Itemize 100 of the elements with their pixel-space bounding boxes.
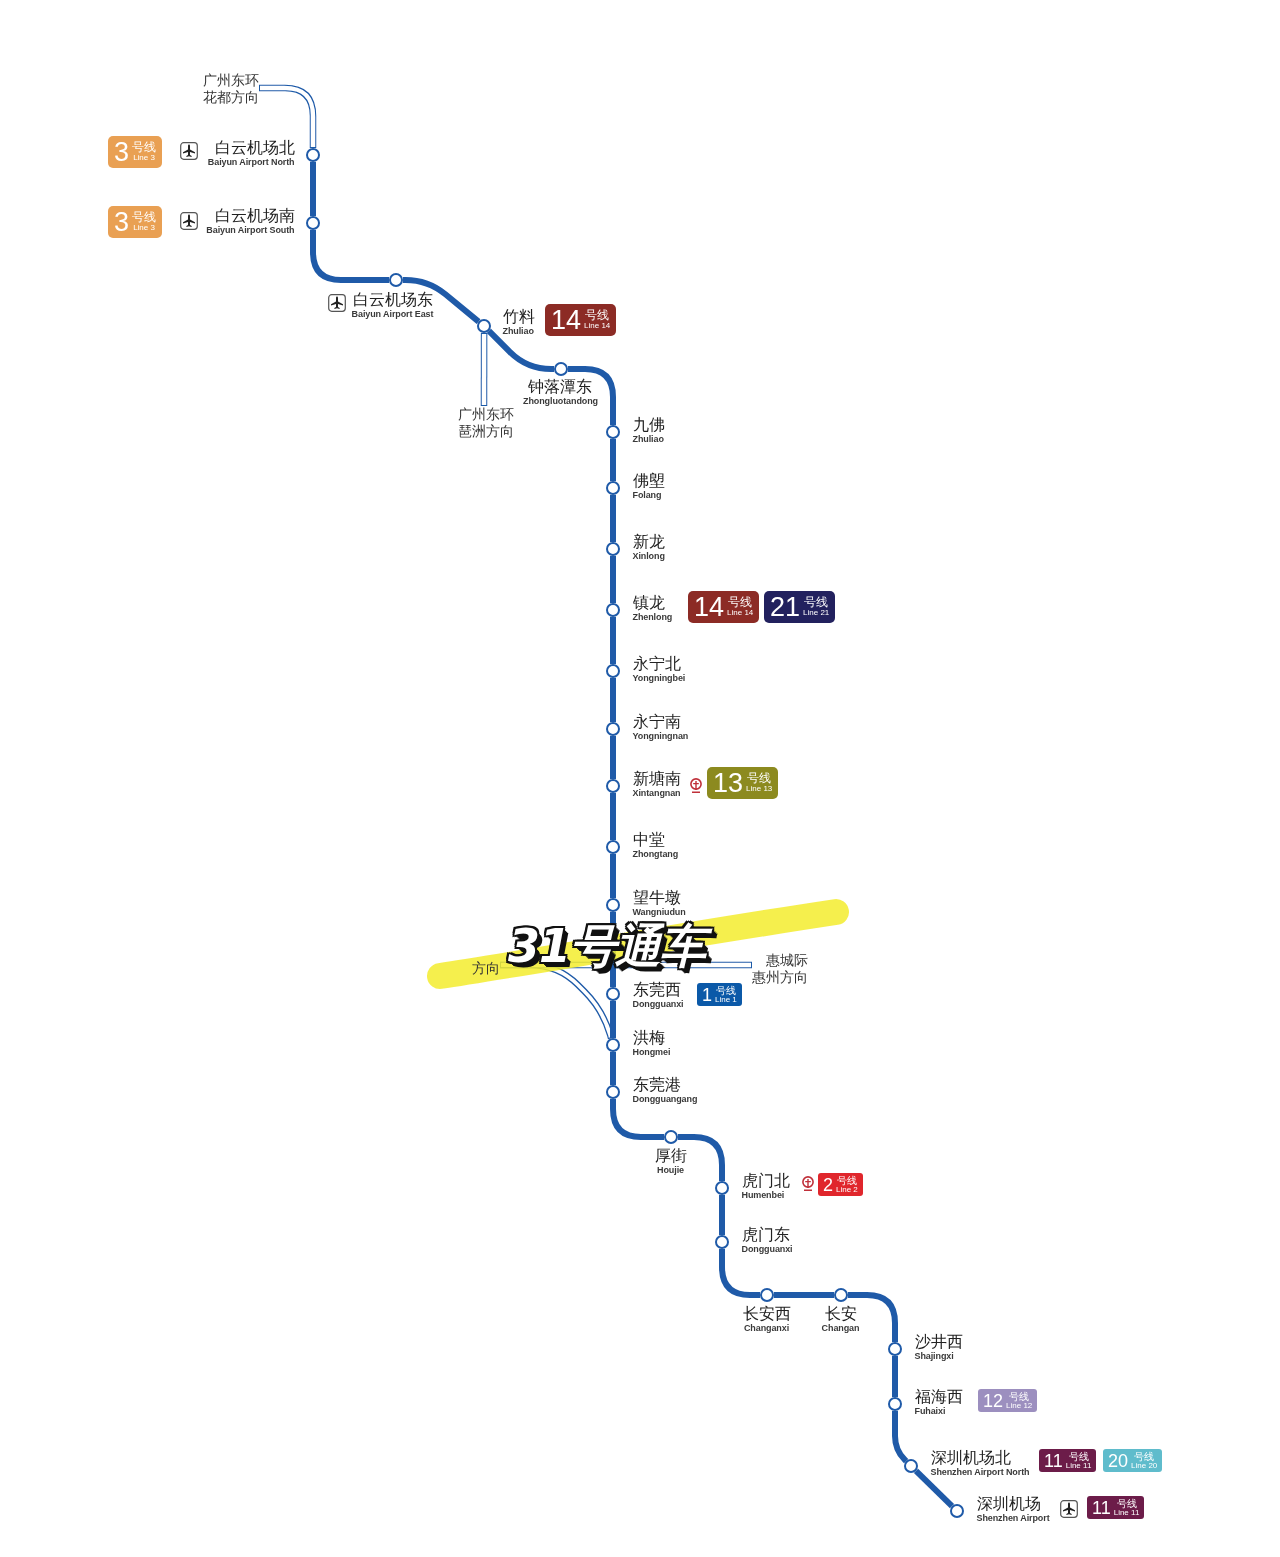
metro-line [610,617,616,664]
line-badge [978,1389,1038,1412]
station-pinyin: Baiyun Airport East [351,308,434,319]
line-number: 11 [1092,1498,1111,1517]
metro-line [892,1411,909,1464]
metro-line [610,854,616,898]
line-number: 20 [1108,1451,1129,1470]
station-name: 洪梅 [632,1028,665,1047]
line-label-cn: 号线 [585,309,610,323]
metro-line [310,162,316,216]
station-pinyin: Shenzhen Airport North [930,1466,1030,1477]
line-label-cn: 号线 [836,1174,857,1186]
station-name: 沙井西 [914,1332,963,1351]
metro-line [610,736,616,779]
station-pinyin: Humenbei [741,1189,785,1200]
metro-line [610,495,616,542]
line-label-cn: 号线 [728,596,753,610]
line-label-en: Line 20 [1131,1461,1158,1471]
line-label-en: Line 3 [133,154,155,163]
line-number: 21 [770,593,801,621]
station-name: 镇龙 [632,593,665,612]
direction-label: 广州东环 花都方向 [203,72,259,106]
metro-line [610,556,616,603]
metro-line [719,1249,760,1298]
station-pinyin: Folang [632,489,662,500]
line-badge [108,206,163,238]
station-name: 长安 [824,1304,857,1323]
metro-line [610,1052,616,1085]
station-name: 永宁北 [632,654,681,673]
metro-line [678,1134,725,1181]
line-label-en: Line 13 [746,785,773,794]
station-name: 望牛墩 [632,888,681,907]
station-pinyin: Zhuliao [632,433,664,444]
line-badge [108,136,163,168]
station-pinyin: Zhongluotandong [523,395,598,406]
metro-line [610,678,616,722]
line-label-en: Line 11 [1065,1461,1092,1471]
station-name: 九佛 [632,415,665,434]
line-label-cn: 号线 [747,772,772,786]
line-badge [818,1173,863,1196]
metro-line [610,793,616,840]
station-name: 佛塱 [632,471,665,490]
metro-line [892,1356,898,1397]
line-number: 14 [551,306,582,334]
line-label-en: Line 14 [584,322,611,331]
station-pinyin: Houjie [657,1164,684,1175]
line-number: 12 [983,1391,1004,1410]
line-label-en: Line 21 [803,609,830,618]
station-pinyin: Dongguanxi [741,1243,793,1254]
station-pinyin: Xintangnan [632,787,681,798]
direction-label: 广州东环 琶洲方向 [458,406,514,440]
line-label-en: Line 3 [133,224,155,233]
line-label-cn: 号线 [1068,1450,1089,1462]
station-name: 东莞西 [632,980,681,999]
line-badge [1087,1496,1145,1519]
station-pinyin: Dongguangang [632,1093,698,1104]
line-number: 1 [702,985,712,1004]
station-name: 深圳机场 [976,1494,1041,1513]
station-name: 白云机场东 [352,290,433,309]
line-number: 11 [1044,1451,1063,1470]
line-badge [1103,1449,1163,1472]
line-number: 13 [713,769,744,797]
metro-line [310,230,389,283]
station-name: 中堂 [632,830,665,849]
line-badge [697,983,742,1006]
direction-label: 方向 [472,960,500,977]
station-name: 新塘南 [632,769,681,788]
station-name: 长安西 [742,1304,791,1323]
station-pinyin: Changan [821,1322,860,1333]
line-label-en: Line 1 [715,995,737,1005]
metro-line [486,328,555,372]
station-name: 福海西 [914,1387,963,1406]
station-name: 虎门东 [741,1225,790,1244]
station-name: 东莞港 [632,1075,681,1094]
station-pinyin: Zhongtang [632,848,679,859]
station-pinyin: Shajingxi [914,1350,954,1361]
metro-line [568,366,616,425]
line-number: 2 [823,1175,833,1194]
station-pinyin: Wangniudun [632,906,686,917]
station-pinyin: Zhuliao [502,325,534,336]
line-label-en: Line 14 [727,609,754,618]
station-pinyin: Fuhaixi [914,1405,946,1416]
station-pinyin: Changanxi [743,1322,790,1333]
line-badge [764,591,836,623]
metro-line [610,1001,616,1038]
metro-line [719,1195,725,1235]
station-pinyin: Hongmei [632,1046,671,1057]
station-name: 新龙 [632,532,665,551]
line-number: 3 [114,138,130,166]
station-pinyin: Zhenlong [632,611,673,622]
station-pinyin: Xinlong [632,550,665,561]
line-label-en: Line 2 [836,1185,858,1195]
line-label-cn: 号线 [1134,1450,1155,1462]
line-badge [707,767,779,799]
station-pinyin: Dongguanxi [632,998,684,1009]
metro-line [848,1292,898,1342]
line-label-cn: 号线 [132,211,157,225]
line-label-en: Line 11 [1113,1508,1140,1518]
metro-line [610,1099,664,1140]
metro-line [774,1292,834,1298]
